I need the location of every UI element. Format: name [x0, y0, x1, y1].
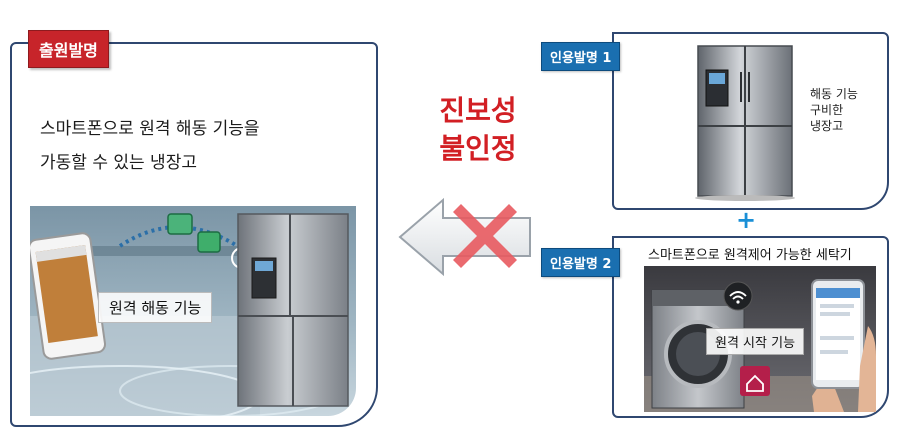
cited-invention-1-badge: 인용발명 1 [541, 42, 621, 71]
cited1-desc-line-1: 해동 기능 [810, 87, 858, 101]
fridge-image [695, 45, 795, 201]
main-invention-description: 스마트폰으로 원격 해동 기능을 가동할 수 있는 냉장고 [40, 112, 260, 180]
cross-icon [453, 204, 517, 268]
description-line-2: 가동할 수 있는 냉장고 [40, 153, 197, 173]
cited-invention-1-description: 해동 기능 구비한 냉장고 [810, 86, 858, 134]
remote-start-caption: 원격 시작 기능 [706, 328, 805, 355]
remote-thaw-caption: 원격 해동 기능 [98, 292, 213, 323]
plus-sign: + [736, 206, 757, 234]
cited-invention-2-badge: 인용발명 2 [541, 248, 621, 277]
kitchen-scene-image [30, 206, 356, 416]
conclusion-line-2: 불인정 [439, 132, 517, 165]
cited-invention-2-title: 스마트폰으로 원격제어 가능한 세탁기 [648, 248, 852, 263]
main-invention-badge: 출원발명 [28, 30, 109, 68]
smart-fridge-illustration [30, 206, 356, 416]
cited1-desc-line-3: 냉장고 [810, 119, 844, 133]
conclusion-line-1: 진보성 [439, 94, 517, 127]
conclusion-text: 진보성 불인정 [418, 92, 538, 168]
cited1-desc-line-2: 구비한 [810, 103, 844, 117]
description-line-1: 스마트폰으로 원격 해동 기능을 [40, 119, 260, 139]
